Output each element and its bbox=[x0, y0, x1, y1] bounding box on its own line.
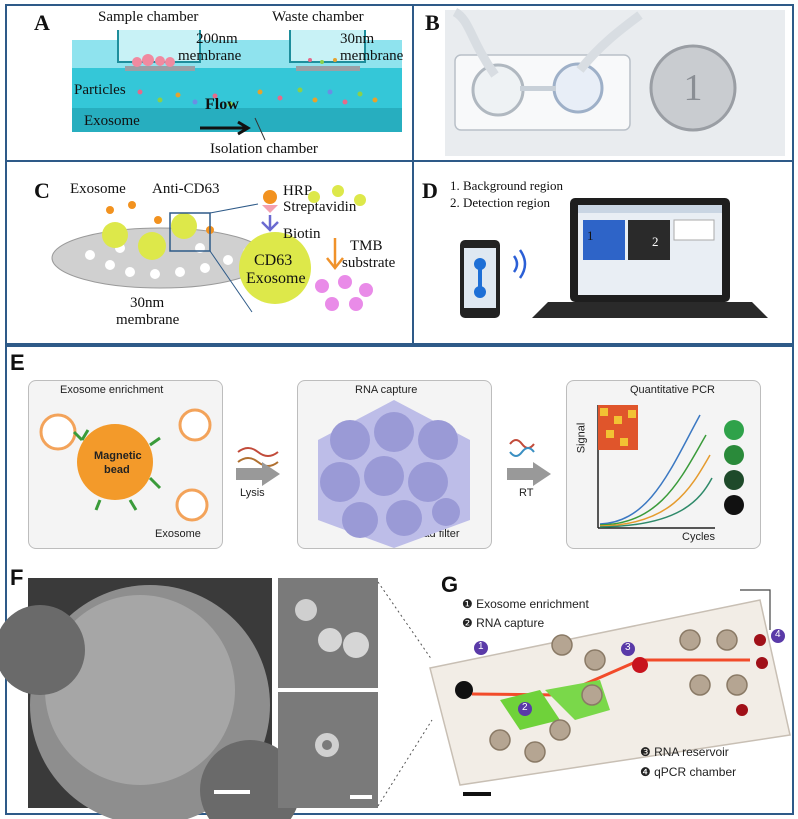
box2-title: RNA capture bbox=[355, 384, 418, 396]
substrate-label: substrate bbox=[342, 255, 396, 271]
anti-cd63-label: Anti-CD63 bbox=[152, 181, 220, 197]
cd63-label: CD63 bbox=[254, 252, 293, 269]
legend-exosome-enrichment: ❶ Exosome enrichment bbox=[462, 597, 589, 611]
panel-d-label: D bbox=[422, 178, 438, 203]
bottom-frame bbox=[5, 345, 794, 815]
g-num-2: 2 bbox=[522, 702, 528, 713]
rt-label: RT bbox=[519, 487, 534, 499]
flow-label: Flow bbox=[205, 96, 239, 113]
box3-title: Quantitative PCR bbox=[630, 384, 715, 396]
nm30-label-c: 30nm bbox=[130, 295, 165, 311]
membrane-label-c: membrane bbox=[116, 312, 180, 328]
legend-rna-capture: ❷ RNA capture bbox=[462, 616, 545, 630]
exosome-dots bbox=[137, 58, 378, 107]
membrane-200-word: membrane bbox=[178, 48, 242, 64]
box1-title: Exosome enrichment bbox=[60, 384, 164, 396]
tmb-label: TMB bbox=[350, 238, 383, 254]
exosome-spheres bbox=[102, 213, 197, 260]
region-num-1: 1 bbox=[587, 228, 594, 243]
legend-text-2: RNA capture bbox=[476, 616, 545, 630]
membrane-200-label: 200nm bbox=[196, 31, 238, 47]
panel-b-label: B bbox=[425, 10, 440, 35]
svg-text:1: 1 bbox=[684, 67, 703, 109]
region-num-2: 2 bbox=[652, 234, 659, 249]
exosome-label-c: Exosome bbox=[70, 181, 126, 197]
panel-e-label: E bbox=[10, 350, 25, 375]
background-region-label: 1. Background region bbox=[450, 178, 564, 193]
particle-cluster bbox=[132, 54, 175, 67]
legend-text-3: RNA reservoir bbox=[654, 745, 729, 759]
legend-text-4: qPCR chamber bbox=[654, 765, 737, 779]
waste-chamber-label: Waste chamber bbox=[272, 9, 364, 25]
membrane-30-word: membrane bbox=[340, 48, 404, 64]
panel-c-label: C bbox=[34, 178, 50, 203]
bead-label-1: Magnetic bbox=[94, 450, 142, 462]
g-num-1: 1 bbox=[478, 641, 484, 652]
hrp-label: HRP bbox=[283, 183, 313, 199]
legend-qpcr-chamber: ❹ qPCR chamber bbox=[640, 765, 737, 779]
g-num-3: 3 bbox=[625, 642, 631, 653]
box1-footer: Exosome bbox=[155, 528, 201, 540]
cycles-axis-label: Cycles bbox=[682, 531, 716, 543]
exosome-label-a: Exosome bbox=[84, 113, 140, 129]
sample-chamber-label: Sample chamber bbox=[98, 9, 199, 25]
detection-region-label: 2. Detection region bbox=[450, 195, 550, 210]
divider-horizontal bbox=[5, 160, 794, 162]
panel-f-label: F bbox=[10, 565, 24, 590]
bead-label-2: bead bbox=[104, 464, 130, 476]
panel-a-label: A bbox=[34, 10, 50, 35]
legend-rna-reservoir: ❸ RNA reservoir bbox=[640, 745, 729, 759]
legend-text-1: Exosome enrichment bbox=[476, 597, 589, 611]
membrane-30-label: 30nm bbox=[340, 31, 375, 47]
cd63-exosome-label: Exosome bbox=[246, 270, 306, 287]
lysis-label: Lysis bbox=[240, 487, 265, 499]
g-num-4: 4 bbox=[775, 629, 781, 640]
particles-label: Particles bbox=[74, 82, 126, 98]
divider-vertical bbox=[412, 4, 414, 345]
streptavidin-label: Streptavidin bbox=[283, 199, 357, 215]
top-frame bbox=[5, 4, 794, 345]
isolation-chamber-label: Isolation chamber bbox=[210, 141, 318, 157]
biotin-label: Biotin bbox=[283, 226, 321, 242]
panel-g-label: G bbox=[441, 572, 459, 597]
